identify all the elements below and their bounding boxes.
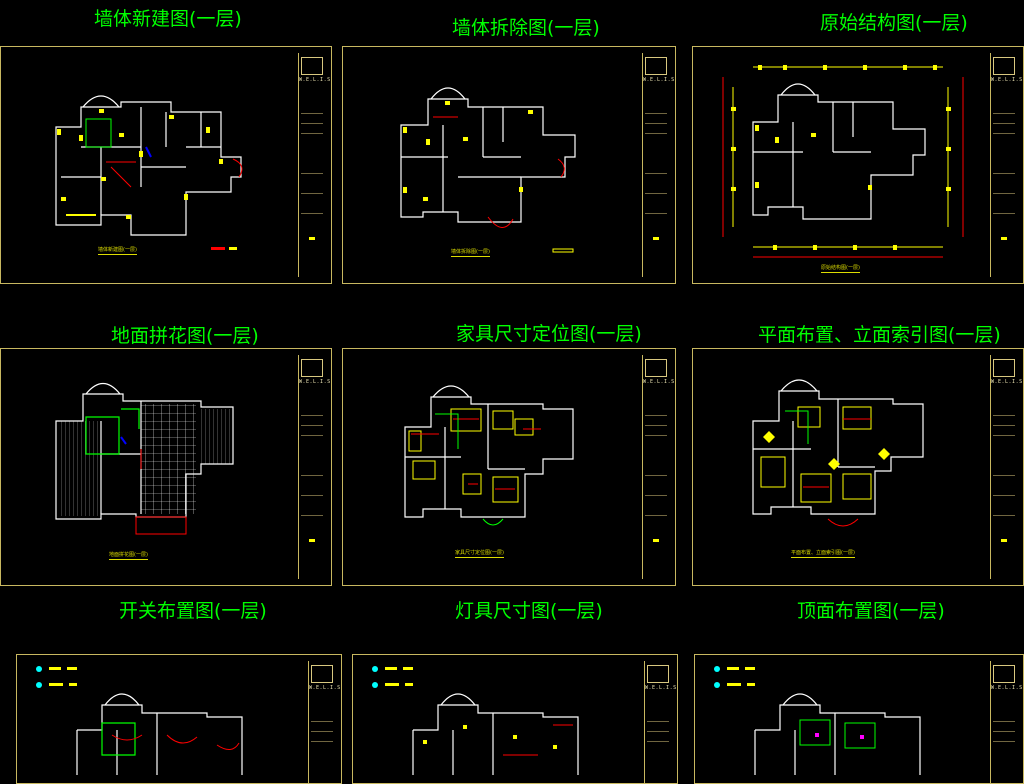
sheet-caption-lighting-dimensions: 灯具尺寸图(一层) [455, 600, 603, 622]
plan-label: 地面拼花图(一层) [109, 552, 148, 560]
plan-label: 墙体拆除图(一层) [451, 249, 490, 257]
title-block: W.E.L.I.S [642, 355, 675, 579]
company-logo-text: W.E.L.I.S [299, 379, 331, 385]
drawing-sheet-furniture-dimensions[interactable]: 家具尺寸定位图(一层) W.E.L.I.S [342, 348, 676, 586]
company-logo [311, 665, 333, 683]
drawing-sheet-lighting-dimensions[interactable]: W.E.L.I.S [352, 654, 678, 784]
company-logo-text: W.E.L.I.S [643, 77, 675, 83]
floor-plan-drawing [752, 379, 924, 527]
floor-plan-drawing [714, 666, 921, 775]
title-block-marker [653, 539, 659, 542]
title-block: W.E.L.I.S [298, 53, 331, 277]
title-block-marker [653, 237, 659, 240]
sheet-caption-floor-pattern: 地面拼花图(一层) [111, 325, 259, 347]
title-block: W.E.L.I.S [642, 53, 675, 277]
company-logo-text: W.E.L.I.S [991, 379, 1023, 385]
title-block: W.E.L.I.S [298, 355, 331, 579]
sheet-caption-switch-layout: 开关布置图(一层) [119, 600, 267, 622]
floor-plan-drawing [36, 666, 243, 775]
floor-plan-drawing [55, 95, 243, 250]
title-block: W.E.L.I.S [308, 661, 341, 783]
company-logo-text: W.E.L.I.S [991, 685, 1023, 691]
title-block-marker [1001, 539, 1007, 542]
company-logo [993, 359, 1015, 377]
drawing-sheet-original-structure[interactable]: 原始结构图(一层) W.E.L.I.S [692, 46, 1024, 284]
sheet-caption-ceiling-layout: 顶面布置图(一层) [797, 600, 945, 622]
sheet-caption-original-structure: 原始结构图(一层) [820, 12, 968, 34]
company-logo [645, 359, 667, 377]
title-block: W.E.L.I.S [990, 661, 1023, 783]
company-logo [993, 665, 1015, 683]
sheet-caption-furniture-dimensions: 家具尺寸定位图(一层) [456, 323, 642, 345]
plan-label: 平面布置、立面索引图(一层) [791, 550, 855, 558]
title-block: W.E.L.I.S [990, 53, 1023, 277]
floor-plan-drawing [400, 87, 576, 253]
company-logo [301, 57, 323, 75]
sheet-caption-wall-demolition: 墙体拆除图(一层) [452, 17, 600, 39]
floor-plan-drawing [404, 385, 574, 526]
plan-label: 原始结构图(一层) [821, 265, 860, 273]
drawing-sheet-floor-pattern[interactable]: 地面拼花图(一层) W.E.L.I.S [0, 348, 332, 586]
company-logo-text: W.E.L.I.S [991, 77, 1023, 83]
drawing-sheet-ceiling-layout[interactable]: W.E.L.I.S [694, 654, 1024, 784]
plan-label: 墙体新建图(一层) [98, 247, 137, 255]
drawing-sheet-layout-elevation-index[interactable]: 平面布置、立面索引图(一层) W.E.L.I.S [692, 348, 1024, 586]
title-block: W.E.L.I.S [990, 355, 1023, 579]
floor-plan-drawing [722, 65, 964, 258]
sheet-caption-layout-elevation-index: 平面布置、立面索引图(一层) [758, 324, 1001, 346]
plan-label: 家具尺寸定位图(一层) [455, 550, 504, 558]
company-logo [647, 665, 669, 683]
drawing-sheet-switch-layout[interactable]: W.E.L.I.S [16, 654, 342, 784]
company-logo-text: W.E.L.I.S [309, 685, 341, 691]
floor-plan-drawing [55, 382, 234, 535]
company-logo-text: W.E.L.I.S [645, 685, 677, 691]
sheet-caption-wall-new: 墙体新建图(一层) [94, 8, 242, 30]
company-logo [301, 359, 323, 377]
title-block-marker [1001, 237, 1007, 240]
company-logo [645, 57, 667, 75]
company-logo-text: W.E.L.I.S [643, 379, 675, 385]
title-block-marker [309, 237, 315, 240]
title-block-marker [309, 539, 315, 542]
title-block: W.E.L.I.S [644, 661, 677, 783]
drawing-sheet-wall-new[interactable]: 墙体新建图(一层) W.E.L.I.S [0, 46, 332, 284]
company-logo-text: W.E.L.I.S [299, 77, 331, 83]
drawing-sheet-wall-demolition[interactable]: 墙体拆除图(一层) W.E.L.I.S [342, 46, 676, 284]
company-logo [993, 57, 1015, 75]
floor-plan-drawing [372, 666, 579, 775]
